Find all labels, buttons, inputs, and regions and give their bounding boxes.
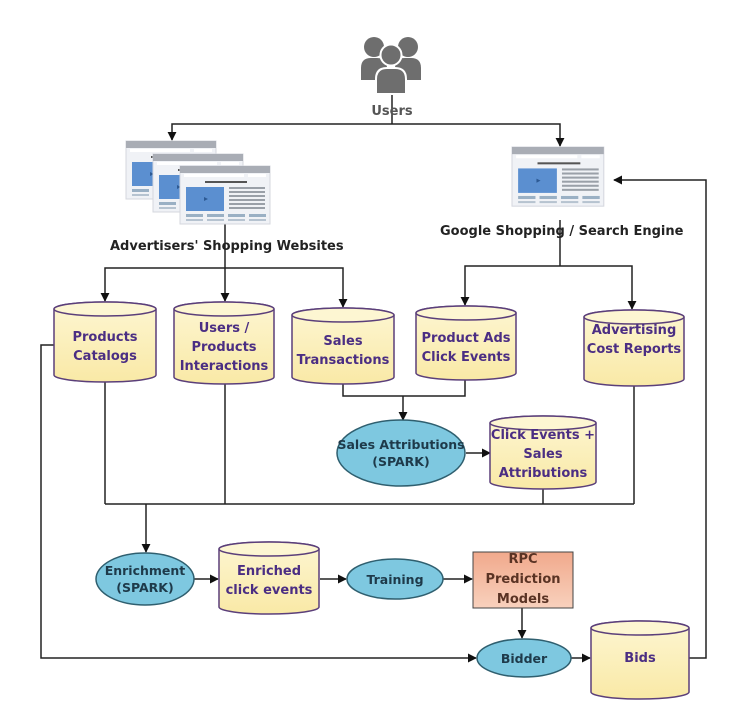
edge-bids-to-google (613, 175, 707, 659)
edge-google-to-cost-reports (560, 265, 637, 310)
process-sales-attributions[interactable] (336, 419, 466, 487)
cylinder-products-catalogs-top (53, 301, 157, 317)
cylinder-sales-transactions (291, 307, 395, 385)
processes (95, 419, 572, 678)
connectors (40, 92, 707, 663)
cylinder-advertising-cost-reports (583, 309, 685, 387)
edge-users-to-advertisers (167, 123, 392, 141)
edge-google-to-product-ads (460, 265, 560, 306)
cylinder-bids (590, 620, 690, 700)
google-shopping-icon (511, 146, 605, 207)
process-bidder[interactable] (476, 638, 572, 678)
process-training[interactable] (346, 558, 444, 600)
edge-catalogs-to-bidder (40, 344, 477, 663)
cylinder-users-products-interactions (173, 301, 275, 385)
process-enrichment[interactable] (95, 552, 195, 606)
cylinder-users-products-interactions-top (173, 301, 275, 317)
cylinder-advertising-cost-reports-top (583, 309, 685, 325)
edge-adv-to-sales-transactions (225, 267, 348, 308)
data-stores (53, 301, 690, 700)
edge-users-to-google (392, 123, 565, 147)
cylinder-product-ads-click-events (415, 305, 517, 381)
cylinder-products-catalogs (53, 301, 157, 383)
model-rpc-prediction[interactable] (472, 551, 574, 609)
cylinder-enriched-click-events (218, 541, 320, 615)
edge-adv-to-products-catalogs (100, 267, 225, 302)
users-icon (361, 37, 421, 95)
cylinder-click-events-sales-attributions (489, 415, 597, 490)
cylinder-click-events-sales-attributions-top (489, 415, 597, 431)
cylinder-enriched-click-events-top (218, 541, 320, 557)
cylinder-product-ads-click-events-top (415, 305, 517, 321)
advertisers-websites-icon (125, 140, 271, 225)
edge-sales-to-merge (342, 380, 466, 397)
cylinder-sales-transactions-top (291, 307, 395, 323)
cylinder-bids-top (590, 620, 690, 636)
